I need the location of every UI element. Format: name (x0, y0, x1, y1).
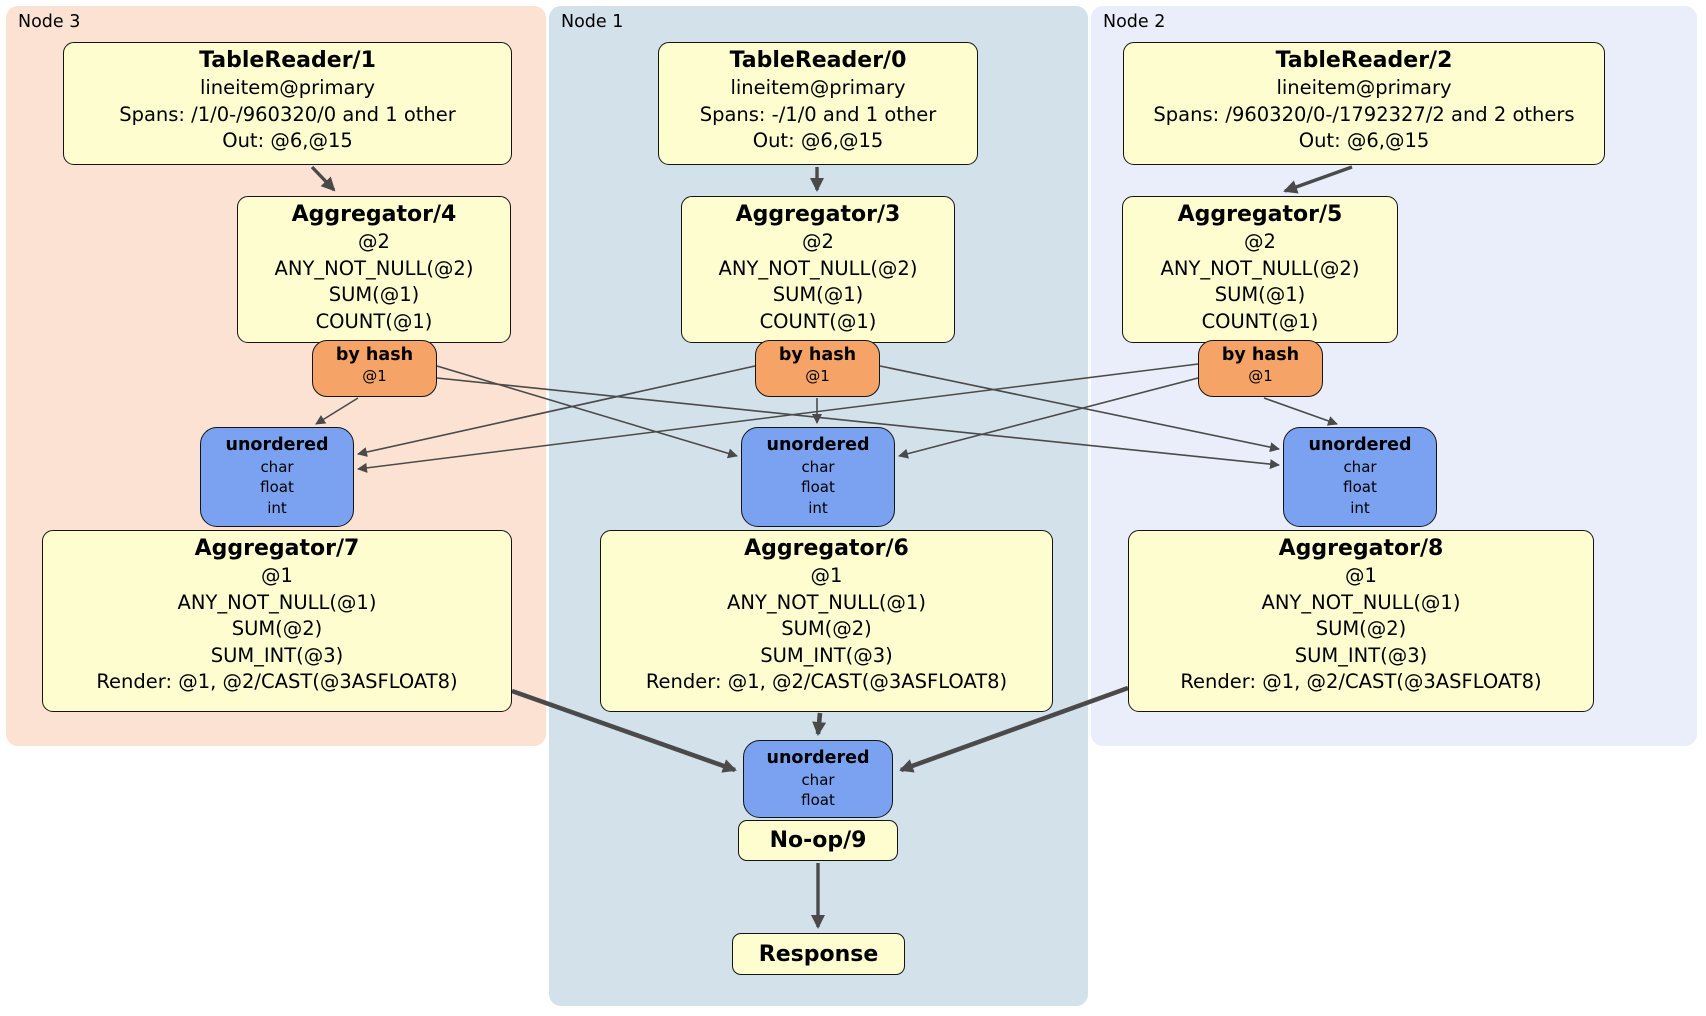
processor-detail: ANY_NOT_NULL(@2) (274, 256, 474, 280)
processor-detail: @1 (810, 564, 843, 588)
sync-column: int (808, 499, 828, 518)
processor-title: TableReader/0 (729, 48, 907, 73)
router-title: by hash (1221, 345, 1300, 365)
sync-title: unordered (225, 435, 329, 455)
processor-detail: SUM(@2) (781, 617, 872, 641)
sync-column: float (1343, 478, 1377, 497)
processor-aggregator-7: Aggregator/7 @1 ANY_NOT_NULL(@1) SUM(@2)… (42, 530, 512, 712)
sync-title: unordered (1308, 435, 1412, 455)
response-box: Response (732, 933, 905, 975)
router-title: by hash (778, 345, 857, 365)
processor-detail: Out: @6,@15 (752, 129, 884, 153)
sync-column: char (260, 457, 294, 476)
processor-aggregator-6: Aggregator/6 @1 ANY_NOT_NULL(@1) SUM(@2)… (600, 530, 1053, 712)
processor-tablereader-1: TableReader/1 lineitem@primary Spans: /1… (63, 42, 512, 165)
processor-detail: COUNT(@1) (315, 309, 433, 333)
node2-region-label: Node 2 (1103, 12, 1166, 32)
processor-detail: SUM_INT(@3) (210, 643, 344, 667)
router-title: by hash (335, 345, 414, 365)
processor-aggregator-3: Aggregator/3 @2 ANY_NOT_NULL(@2) SUM(@1)… (681, 196, 955, 343)
processor-title: Aggregator/4 (291, 202, 457, 227)
router-by-hash-node1: by hash @1 (755, 340, 880, 397)
processor-aggregator-8: Aggregator/8 @1 ANY_NOT_NULL(@1) SUM(@2)… (1128, 530, 1594, 712)
processor-title: Aggregator/6 (744, 536, 909, 561)
router-by-hash-node2: by hash @1 (1198, 340, 1323, 397)
router-stream: @1 (1248, 366, 1273, 385)
processor-detail: lineitem@primary (199, 76, 376, 100)
processor-detail: @1 (261, 564, 293, 588)
processor-tablereader-0: TableReader/0 lineitem@primary Spans: -/… (658, 42, 978, 165)
processor-detail: SUM_INT(@3) (760, 643, 893, 667)
processor-detail: lineitem@primary (730, 76, 906, 100)
sync-title: unordered (766, 748, 870, 768)
sync-unordered-node1: unordered char float int (741, 427, 895, 527)
router-by-hash-node3: by hash @1 (312, 340, 437, 397)
processor-detail: Spans: -/1/0 and 1 other (699, 102, 937, 126)
processor-detail: @2 (802, 230, 834, 254)
sync-unordered-node2: unordered char float int (1283, 427, 1437, 527)
processor-title: TableReader/2 (1275, 48, 1453, 73)
processor-aggregator-5: Aggregator/5 @2 ANY_NOT_NULL(@2) SUM(@1)… (1122, 196, 1398, 343)
processor-detail: Render: @1, @2/CAST(@3ASFLOAT8) (1180, 670, 1542, 694)
processor-title: Aggregator/3 (735, 202, 901, 227)
processor-detail: ANY_NOT_NULL(@2) (1160, 256, 1360, 280)
router-stream: @1 (805, 366, 830, 385)
processor-detail: COUNT(@1) (1201, 309, 1319, 333)
processor-detail: lineitem@primary (1276, 76, 1452, 100)
processor-title: Aggregator/5 (1177, 202, 1343, 227)
processor-tablereader-2: TableReader/2 lineitem@primary Spans: /9… (1123, 42, 1605, 165)
processor-detail: @2 (358, 230, 390, 254)
processor-detail: SUM(@2) (231, 617, 323, 641)
processor-detail: ANY_NOT_NULL(@1) (1261, 590, 1461, 614)
processor-detail: SUM(@2) (1315, 617, 1407, 641)
processor-detail: SUM(@1) (772, 283, 864, 307)
sync-unordered-node3: unordered char float int (200, 427, 354, 527)
sync-column: float (801, 478, 835, 497)
processor-title: Aggregator/8 (1278, 536, 1444, 561)
sync-title: unordered (766, 435, 870, 455)
sync-column: char (1343, 457, 1377, 476)
processor-detail: COUNT(@1) (759, 309, 877, 333)
processor-detail: Render: @1, @2/CAST(@3ASFLOAT8) (645, 670, 1008, 694)
sync-column: int (267, 499, 287, 518)
sync-column: char (801, 457, 835, 476)
processor-detail: SUM(@1) (1214, 283, 1306, 307)
sync-column: float (260, 478, 294, 497)
processor-title: TableReader/1 (199, 48, 376, 73)
processor-detail: ANY_NOT_NULL(@1) (727, 590, 926, 614)
node1-region-label: Node 1 (561, 12, 624, 32)
processor-detail: Render: @1, @2/CAST(@3ASFLOAT8) (96, 670, 458, 694)
processor-noop-9: No-op/9 (738, 820, 898, 861)
processor-title: Aggregator/7 (194, 536, 360, 561)
processor-detail: @2 (1244, 230, 1276, 254)
router-stream: @1 (362, 366, 387, 385)
processor-detail: @1 (1345, 564, 1377, 588)
sync-column: char (801, 770, 835, 789)
processor-detail: ANY_NOT_NULL(@2) (718, 256, 918, 280)
processor-detail: SUM(@1) (328, 283, 420, 307)
processor-detail: Out: @6,@15 (222, 129, 353, 153)
processor-detail: Spans: /960320/0-/1792327/2 and 2 others (1153, 102, 1575, 126)
processor-aggregator-4: Aggregator/4 @2 ANY_NOT_NULL(@2) SUM(@1)… (237, 196, 511, 343)
processor-detail: ANY_NOT_NULL(@1) (177, 590, 377, 614)
processor-detail: Out: @6,@15 (1298, 129, 1430, 153)
sync-column: int (1350, 499, 1370, 518)
sync-column: float (801, 791, 835, 810)
processor-detail: SUM_INT(@3) (1294, 643, 1428, 667)
processor-detail: Spans: /1/0-/960320/0 and 1 other (119, 102, 456, 126)
sync-unordered-final: unordered char float (743, 740, 893, 818)
node3-region-label: Node 3 (18, 12, 81, 32)
